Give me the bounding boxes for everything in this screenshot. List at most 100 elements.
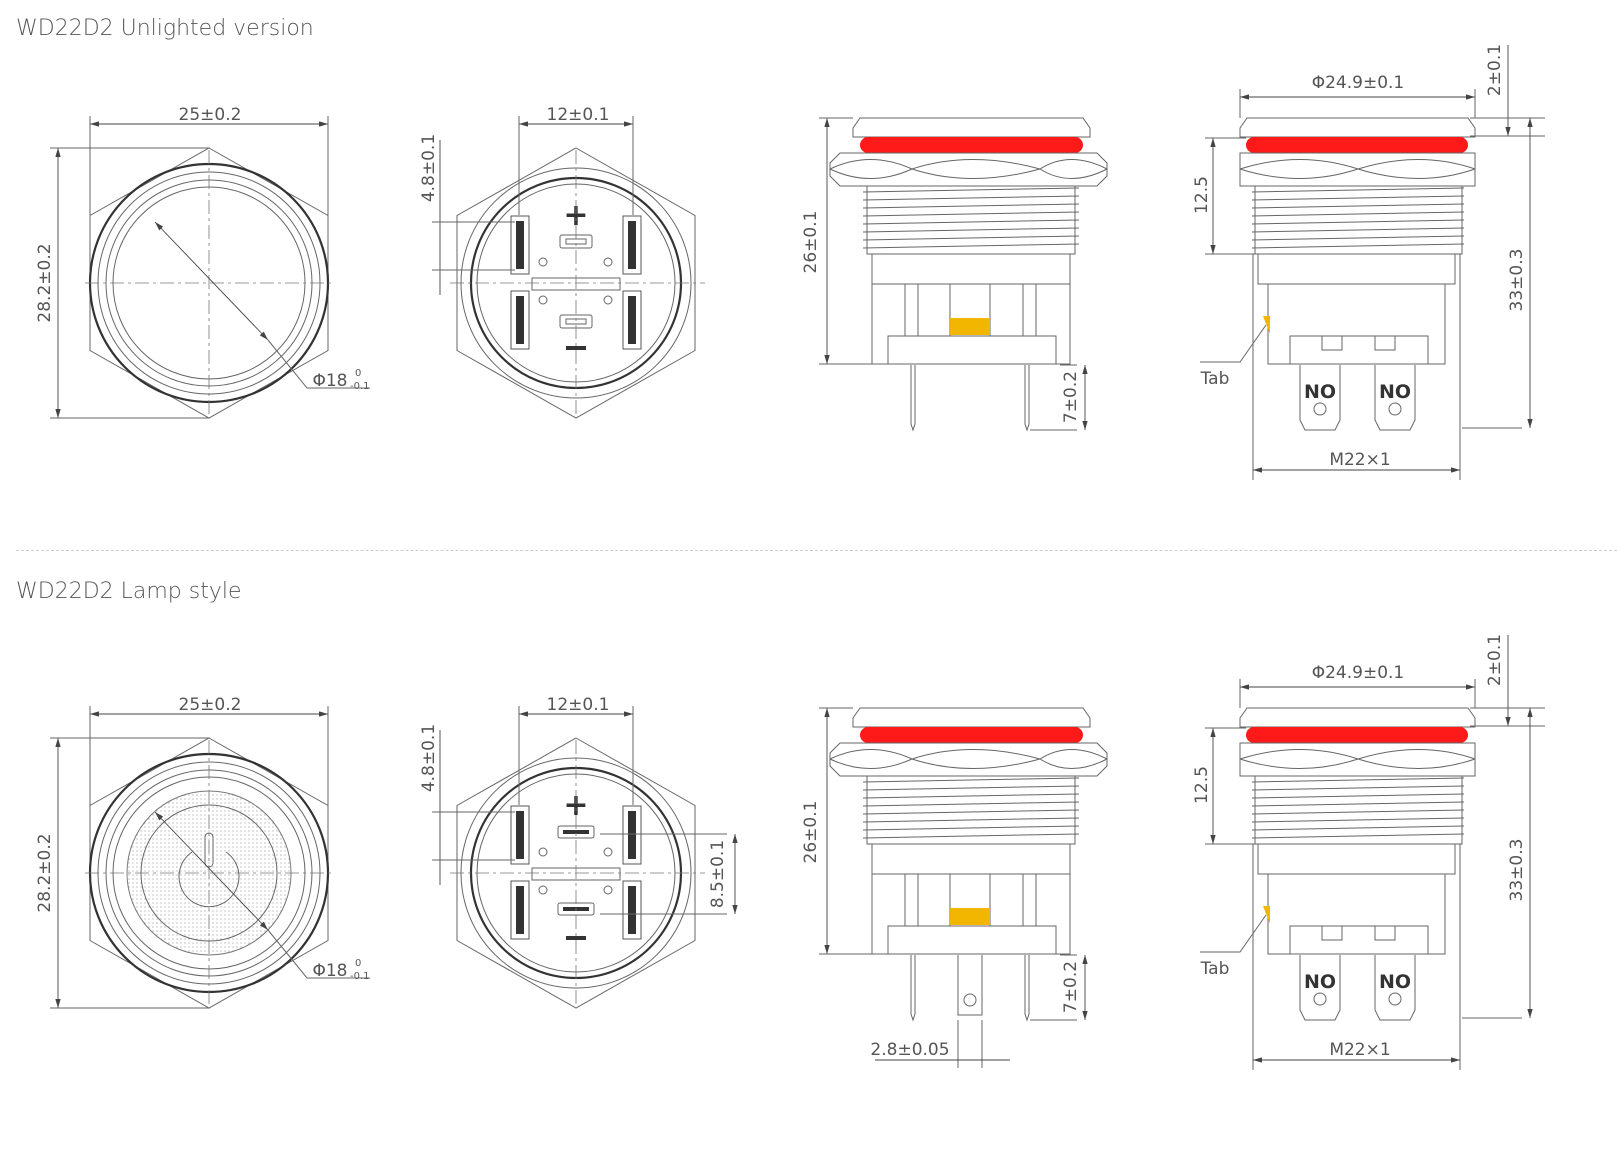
hole [538,847,548,857]
no-contact-label: NO [1379,381,1411,403]
tab-label: Tab [1200,369,1230,389]
thread-line [862,833,1080,839]
led-ring [1246,137,1468,153]
side-height-label: 26±0.1 [801,801,821,864]
terminal-slot [1374,335,1396,351]
nut-facets [829,749,1108,769]
thread-line [1251,235,1465,241]
thread-line [1251,809,1465,815]
housing [1267,873,1446,955]
diameter-label: Φ18 [312,371,347,391]
terminal-blade [628,221,636,269]
cap [852,707,1091,728]
terminal-blade [516,296,524,344]
pin [1024,955,1030,1022]
terminal-blade [516,811,524,859]
hole [538,885,548,895]
pin [1024,365,1030,432]
no-terminal [1299,365,1341,431]
thread-line [862,219,1080,225]
hex-nut-outline [456,147,696,419]
hole [603,847,613,857]
tab-leader [1200,324,1267,363]
thread-line [862,785,1080,791]
pin-length-label: 7±0.2 [1061,961,1081,1013]
cap-diameter-label: Φ24.9±0.1 [1312,663,1405,683]
section-title-unlighted: WD22D2 Unlighted version [16,16,314,41]
terminal-slot [1321,925,1343,941]
hole [603,885,613,895]
housing [1267,283,1446,365]
tolerance-lower: -0.1 [350,971,370,982]
thread-line [862,211,1080,217]
base-plate [887,925,1057,955]
thread-line [862,777,1080,783]
base-plate [887,335,1057,365]
body [1257,253,1456,285]
body [1257,843,1456,875]
led-ring [1246,727,1468,743]
cap [1239,117,1476,138]
tolerance-upper: 0 [355,368,361,379]
nut-facets [829,159,1108,179]
terminal-hole [1388,992,1402,1006]
thread-line [1251,227,1465,233]
thread-line [862,195,1080,201]
thread-size-label: M22×1 [1329,1040,1390,1060]
thread-line [1251,793,1465,799]
terminal-blade [628,296,636,344]
nut [829,152,1108,187]
section-title-lamp: WD22D2 Lamp style [16,579,242,604]
thread-line [1251,785,1465,791]
section-divider [16,550,1617,551]
terminal-hole [1388,402,1402,416]
terminal-spacing-label: 12±0.1 [547,695,610,715]
tab-yellow [950,318,990,335]
thread-line [1251,801,1465,807]
hole [538,295,548,305]
terminal-blade [516,221,524,269]
height-label: 28.2±0.2 [35,833,55,912]
terminal-spacing-label: 12±0.1 [547,105,610,125]
base-plate [1289,925,1429,954]
lamp-pin-hole [963,993,977,1007]
diameter-label: Φ18 [312,961,347,981]
side-view: 26±0.17±0.2 [801,117,1108,432]
rear-view: +12±0.14.8±0.18.5±0.1 [419,695,738,1009]
hex-nut-outline [456,737,696,1009]
pin [910,365,916,432]
hole [538,257,548,267]
total-height-label: 33±0.3 [1507,249,1527,312]
no-terminal [1374,365,1416,431]
tab-leader [1200,914,1267,953]
thread-line [862,801,1080,807]
thread-line [862,243,1080,249]
body [871,253,1071,285]
terminal-slot [1374,925,1396,941]
total-height-label: 33±0.3 [1507,839,1527,902]
tolerance-upper: 0 [355,958,361,969]
thread-line [1251,203,1465,209]
minus-sign [566,346,586,350]
rear-view: +12±0.14.8±0.1 [419,105,705,419]
tolerance-lower: -0.1 [350,381,370,392]
thread-line [1251,187,1465,193]
terminal-offset-label: 4.8±0.1 [419,724,439,792]
base-plate [1289,335,1429,364]
terminal-offset-label: 4.8±0.1 [419,134,439,202]
nut [829,742,1108,777]
terminal-blade [628,811,636,859]
nut-facets [1239,749,1476,769]
diameter-line [154,221,269,341]
thread-size-label: M22×1 [1329,450,1390,470]
thread-line [862,227,1080,233]
thread-line [1251,817,1465,823]
led-ring [860,137,1083,153]
thread-line [1251,195,1465,201]
